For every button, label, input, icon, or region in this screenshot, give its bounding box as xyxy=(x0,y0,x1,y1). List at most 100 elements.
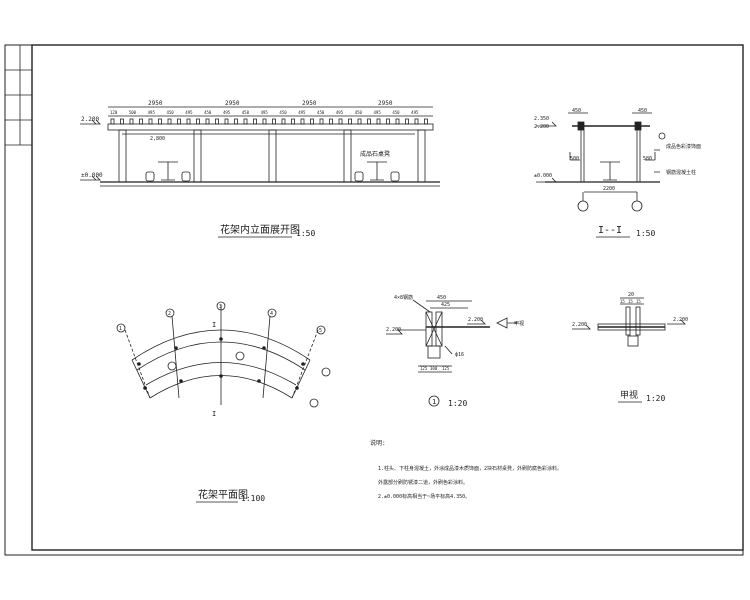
section-level-top: 2.350 xyxy=(534,116,549,122)
section-note-1: 成品色彩漆饰面 xyxy=(666,143,701,150)
notes-title: 说明: xyxy=(370,439,386,447)
plan-scale: 1:100 xyxy=(241,494,265,503)
detail1-label-right: 甲视 xyxy=(514,320,524,327)
section-drawing xyxy=(536,112,666,212)
elev-sub-dimension: 495 xyxy=(261,110,269,115)
rafter xyxy=(414,118,419,125)
detail2-top: 20 xyxy=(628,292,634,298)
plan-axis-3: 3 xyxy=(219,304,222,310)
rafter xyxy=(291,118,295,125)
detail1-bottom-1: 125 xyxy=(420,366,428,371)
detail1-callout-circle xyxy=(428,395,440,407)
elev-sub-dimension: 495 xyxy=(336,110,344,115)
rafter xyxy=(148,118,153,125)
rafter xyxy=(376,118,381,125)
plan-drawing xyxy=(116,301,331,408)
section-scale: 1:50 xyxy=(636,229,655,238)
rafter xyxy=(129,118,134,125)
elev-post-spacing: 2,800 xyxy=(150,136,165,142)
rafter xyxy=(367,118,371,125)
detail1-label-center: ф16 xyxy=(455,352,464,358)
rafter xyxy=(338,118,343,125)
detail1-level-right: 2.200 xyxy=(468,317,483,323)
rafter xyxy=(177,118,181,125)
plan-axis-1: 1 xyxy=(119,326,122,332)
rafter xyxy=(281,118,286,125)
rafter xyxy=(224,118,229,125)
plan-section-mark-top: I xyxy=(212,321,216,329)
elevation-drawing xyxy=(80,106,440,187)
rafter xyxy=(243,118,248,125)
rafter xyxy=(262,118,267,125)
notes-line-1: 1.柱头、下柱身混凝土，外涂成品漆木质饰面，2块石材桌凳，外刷防腐色彩涂料。 xyxy=(378,465,562,472)
detail1-top-2: 425 xyxy=(441,302,450,308)
elev-sub-dimension: 495 xyxy=(148,110,156,115)
section-title: I--I xyxy=(598,225,622,236)
elev-sub-dimension: 500 xyxy=(129,110,137,115)
elev-bay-1: 2950 xyxy=(148,100,163,107)
elev-bay-3: 2950 xyxy=(302,100,317,107)
rafter xyxy=(234,118,238,125)
elev-sub-dimension: 495 xyxy=(223,110,231,115)
elev-sub-dimension: 450 xyxy=(242,110,250,115)
elev-sub-dimension: 495 xyxy=(374,110,382,115)
rafter xyxy=(395,118,400,125)
detail1-bottom-2: 300 xyxy=(430,366,438,371)
plan-axis-2: 2 xyxy=(168,311,171,317)
rafter xyxy=(348,118,352,125)
rafter xyxy=(329,118,333,125)
elev-sub-dimension: 450 xyxy=(317,110,325,115)
detail2-sub-3: 15 xyxy=(636,299,641,304)
rafter xyxy=(215,118,219,125)
rafter xyxy=(386,118,390,125)
section-span: 2200 xyxy=(603,186,615,192)
elevation-title: 花架内立面展开图 xyxy=(220,223,300,236)
rafter xyxy=(139,118,143,125)
section-level-ground: ±0.000 xyxy=(534,173,552,179)
rafter xyxy=(110,118,115,125)
rafter xyxy=(405,118,409,125)
title-strip xyxy=(5,45,32,146)
section-note-2: 钢筋混凝土柱 xyxy=(666,169,696,176)
notes-line-2: 外露部分刷防锈漆二道，外刷色彩涂料。 xyxy=(378,479,468,486)
elev-sub-dimension: 120 xyxy=(110,110,118,115)
rafter xyxy=(196,118,200,125)
section-height-2: 580 xyxy=(643,156,652,162)
detail2-sub-2: 15 xyxy=(628,299,633,304)
section-right-width: 450 xyxy=(638,108,647,114)
detail1-top-1: 450 xyxy=(437,295,446,301)
elevation-scale: 1:50 xyxy=(296,229,315,238)
elev-sub-dimension: 495 xyxy=(411,110,419,115)
rafter xyxy=(120,118,124,125)
detail2-title: 甲视 xyxy=(620,389,638,401)
detail-1-drawing xyxy=(386,299,517,373)
detail1-level-left: 2.200 xyxy=(386,327,401,333)
detail2-sub-1: 15 xyxy=(620,299,625,304)
detail1-scale: 1:20 xyxy=(448,399,467,408)
detail2-level-left: 2.200 xyxy=(572,322,587,328)
plan-section-mark-bottom: I xyxy=(212,410,216,418)
rafter xyxy=(253,118,257,125)
plan-axis-4: 4 xyxy=(270,311,273,317)
rafter xyxy=(319,118,324,125)
section-height-1: 500 xyxy=(570,156,579,162)
elev-bay-4: 2950 xyxy=(378,100,393,107)
rafter xyxy=(158,118,162,125)
plan-title: 花架平面图 xyxy=(198,488,248,501)
elev-sub-dimension: 495 xyxy=(185,110,193,115)
elev-top-level: 2.200 xyxy=(81,116,99,123)
rafter xyxy=(357,118,362,125)
elev-ground-level: ±0.000 xyxy=(81,172,103,179)
detail2-scale: 1:20 xyxy=(646,394,665,403)
detail2-level-right: 2.200 xyxy=(673,317,688,323)
elev-sub-dimension: 450 xyxy=(392,110,400,115)
rafter xyxy=(205,118,210,125)
plan-axis-5: 5 xyxy=(319,328,322,334)
rafter xyxy=(272,118,276,125)
elev-note: 成品石桌凳 xyxy=(360,150,390,158)
elev-sub-dimension: 450 xyxy=(166,110,174,115)
rafter xyxy=(300,118,305,125)
elev-sub-dimension: 495 xyxy=(298,110,306,115)
detail1-number: 1 xyxy=(432,398,436,406)
